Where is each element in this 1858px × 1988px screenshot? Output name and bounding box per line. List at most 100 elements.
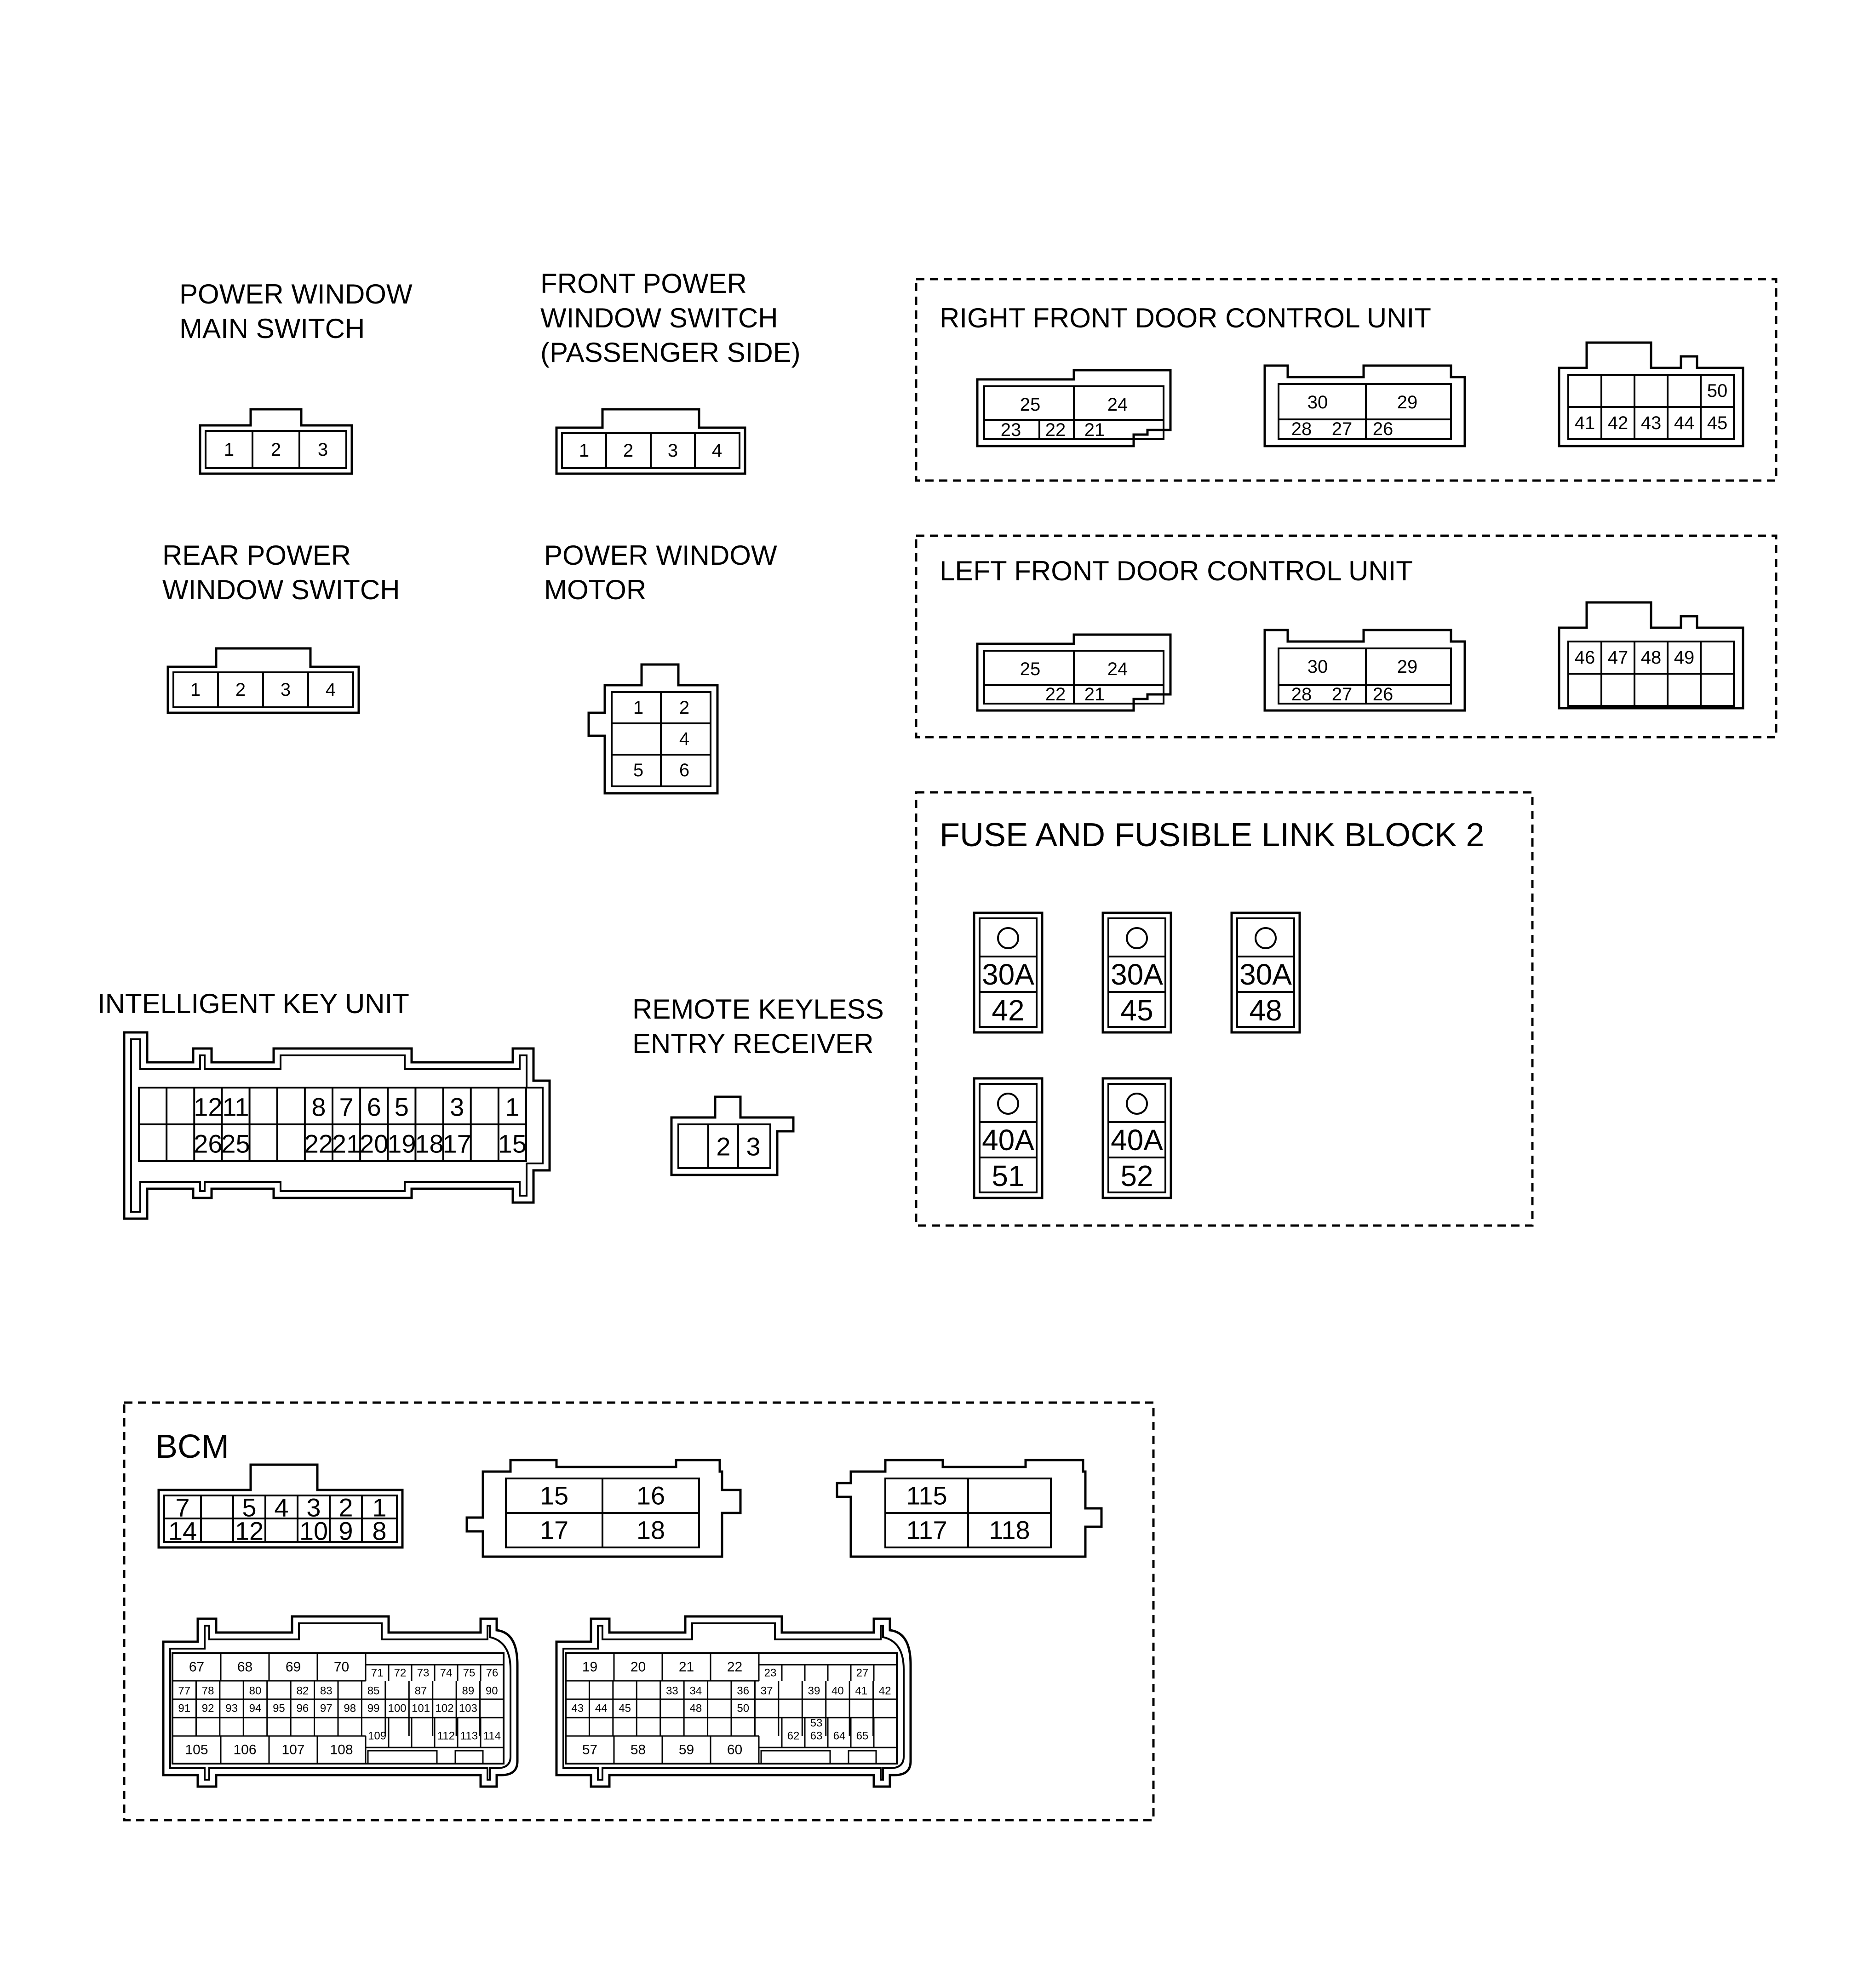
rdcu-c2-pin: 26 <box>1373 419 1394 439</box>
bcm-pin: 42 <box>879 1685 891 1697</box>
rdcu-c2-pin: 28 <box>1291 419 1312 439</box>
bcm-pin: 53 <box>810 1717 823 1730</box>
bcm-pin: 98 <box>344 1702 356 1715</box>
fuse-number: 48 <box>1249 994 1282 1027</box>
bcm-pin: 20 <box>631 1660 646 1675</box>
pw-motor-pin: 6 <box>679 760 689 780</box>
bcm-pin: 92 <box>202 1702 214 1715</box>
bcm-pin: 33 <box>666 1685 678 1697</box>
bcm-pin: 113 <box>460 1730 478 1742</box>
rke-receiver-title-2: ENTRY RECEIVER <box>632 1028 874 1059</box>
bcm-pin: 58 <box>631 1742 646 1758</box>
pw-main-switch-connector: 1 2 3 <box>199 408 353 475</box>
bcm-pin: 60 <box>727 1742 742 1758</box>
front-pw-switch-title-3: (PASSENGER SIDE) <box>540 337 801 368</box>
ik-pin: 20 <box>360 1129 388 1158</box>
bcm-pin: 59 <box>679 1742 694 1758</box>
bcm-pin: 112 <box>437 1730 455 1742</box>
rear-pw-pin: 4 <box>326 680 336 700</box>
pw-motor-title-1: POWER WINDOW <box>544 540 777 571</box>
bcm-pin: 44 <box>595 1702 608 1715</box>
bcm-pin: 114 <box>483 1730 501 1742</box>
bcm-c2-pin: 18 <box>637 1516 665 1545</box>
ik-pin: 11 <box>222 1093 249 1122</box>
bcm-pin: 78 <box>202 1685 214 1697</box>
fuse-block-frame <box>915 791 1534 1227</box>
left-front-door-control-unit: LEFT FRONT DOOR CONTROL UNIT 25 24 22 21… <box>915 534 1778 739</box>
bcm-pin: 63 <box>810 1730 823 1742</box>
ldcu-c1-pin: 22 <box>1045 684 1066 705</box>
bcm-c1-pin: 2 <box>338 1493 353 1522</box>
bcm-pin: 106 <box>233 1742 256 1758</box>
left-dcu-frame <box>915 534 1778 739</box>
bcm-c1-pin: 10 <box>299 1517 328 1546</box>
fuse-rating: 40A <box>1111 1123 1163 1157</box>
bcm-c3-pin: 118 <box>989 1516 1030 1545</box>
pw-main-pin: 3 <box>318 440 328 460</box>
power-window-main-switch: POWER WINDOW MAIN SWITCH 1 2 3 <box>179 279 413 475</box>
ik-pin: 18 <box>415 1129 443 1158</box>
bcm-pin: 97 <box>320 1702 333 1715</box>
pw-main-switch-title-1: POWER WINDOW <box>179 279 413 309</box>
bcm-pin: 27 <box>856 1667 869 1679</box>
bcm-pin: 68 <box>237 1660 252 1675</box>
bcm-pin: 95 <box>273 1702 285 1715</box>
bcm-pin: 99 <box>367 1702 380 1715</box>
bcm-pin: 75 <box>463 1667 476 1679</box>
right-dcu-title: RIGHT FRONT DOOR CONTROL UNIT <box>940 303 1431 333</box>
bcm-c1-pin: 12 <box>235 1517 264 1546</box>
bcm-pin: 43 <box>571 1702 584 1715</box>
bcm-c1-pin: 3 <box>306 1493 321 1522</box>
bcm-c1-pin: 5 <box>242 1493 256 1522</box>
bcm-pin: 72 <box>394 1667 407 1679</box>
right-dcu-frame <box>915 278 1778 482</box>
bcm-frame <box>123 1401 1155 1822</box>
rke-receiver-connector: 2 3 <box>670 1095 795 1176</box>
bcm-connector-3: 115 117 118 <box>836 1459 1103 1558</box>
ik-pin: 5 <box>395 1093 409 1122</box>
ldcu-c1-pin: 25 <box>1020 659 1041 679</box>
rdcu-c2-pin: 29 <box>1397 392 1418 412</box>
bcm-c1-pin: 14 <box>168 1517 197 1546</box>
ik-pin: 12 <box>194 1093 222 1122</box>
dcu-c3-pin: 41 <box>1575 413 1595 433</box>
ik-pin: 25 <box>221 1129 250 1158</box>
bcm-c1-pin: 4 <box>274 1493 288 1522</box>
bcm-pin: 90 <box>486 1685 498 1697</box>
bcm-c3-pin: 117 <box>906 1516 947 1545</box>
bcm-pin: 109 <box>368 1730 386 1742</box>
bcm-c3-pin: 115 <box>906 1481 947 1510</box>
bcm-pin: 40 <box>832 1685 844 1697</box>
bcm-pin: 41 <box>855 1685 868 1697</box>
dcu-c3-pin: 47 <box>1608 647 1629 668</box>
bcm-pin: 89 <box>462 1685 475 1697</box>
front-pw-pin: 2 <box>623 441 633 461</box>
bcm-c1-pin: 1 <box>372 1493 386 1522</box>
pw-motor-pin: 4 <box>679 729 689 749</box>
bcm-c2-pin: 17 <box>540 1516 568 1545</box>
rdcu-c1-pin: 25 <box>1020 395 1041 415</box>
rdcu-c2-pin: 27 <box>1332 419 1353 439</box>
front-pw-pin: 3 <box>668 441 678 461</box>
ldcu-c2-pin: 29 <box>1397 657 1418 677</box>
bcm-pin: 102 <box>435 1702 453 1715</box>
fuse-number: 45 <box>1120 994 1153 1027</box>
fuse-rating: 30A <box>1111 958 1163 991</box>
rke-receiver-title-1: REMOTE KEYLESS <box>632 994 884 1025</box>
power-window-motor: POWER WINDOW MOTOR 1 2 4 5 6 <box>544 540 777 795</box>
bcm-pin: 100 <box>388 1702 407 1715</box>
front-pw-switch-connector: 1 2 3 4 <box>555 408 746 475</box>
fuse-rating: 30A <box>982 958 1034 991</box>
ik-pin: 8 <box>311 1093 326 1122</box>
ldcu-c2-pin: 30 <box>1307 657 1328 677</box>
right-front-door-control-unit: RIGHT FRONT DOOR CONTROL UNIT 25 24 23 2… <box>915 278 1778 482</box>
rear-pw-switch-connector: 1 2 3 4 <box>166 647 360 714</box>
bcm-pin: 21 <box>679 1660 694 1675</box>
fuse-block-title: FUSE AND FUSIBLE LINK BLOCK 2 <box>940 817 1484 854</box>
